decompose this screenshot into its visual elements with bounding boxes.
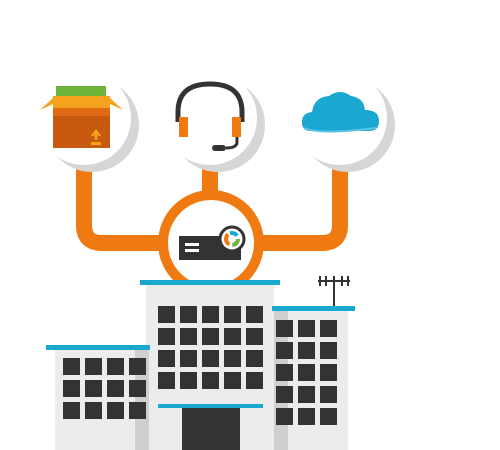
- cloud-circle: [293, 71, 395, 172]
- connector-left: [76, 164, 178, 251]
- antenna-icon: [318, 276, 350, 306]
- cloud-icon: [302, 92, 379, 133]
- headset-circle: [163, 71, 265, 172]
- left-building-windows: [63, 358, 146, 419]
- projector-icon: [179, 225, 246, 260]
- connector-right: [242, 164, 348, 251]
- package-box-icon: [40, 86, 123, 148]
- center-building: [140, 280, 280, 450]
- box-circle: [37, 71, 139, 172]
- projector-hub: [158, 190, 264, 296]
- building-door: [182, 408, 240, 450]
- center-building-windows: [158, 306, 263, 389]
- headset-icon: [175, 81, 245, 151]
- right-building-windows: [276, 320, 337, 425]
- right-building: [272, 276, 355, 450]
- left-building: [46, 345, 150, 450]
